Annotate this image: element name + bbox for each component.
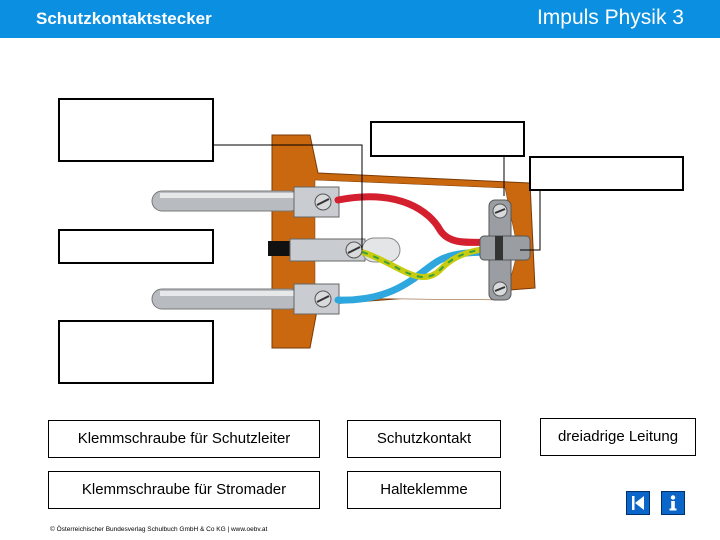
label-halteklemme[interactable]: Halteklemme bbox=[347, 471, 501, 509]
label-klemmschraube-stromader[interactable]: Klemmschraube für Stromader bbox=[48, 471, 320, 509]
cable-end bbox=[479, 235, 531, 261]
copyright-footer: © Österreichischer Bundesverlag Schulbuc… bbox=[50, 526, 268, 533]
back-arrow-icon bbox=[632, 496, 644, 510]
brand-title: Impuls Physik 3 bbox=[536, 6, 684, 29]
wire-red bbox=[334, 193, 509, 246]
screw-icon bbox=[314, 290, 332, 308]
screw-icon bbox=[345, 241, 363, 259]
info-button[interactable] bbox=[661, 491, 685, 515]
screw-icon bbox=[492, 203, 508, 219]
answer-box-4[interactable] bbox=[370, 121, 525, 157]
screw-icon bbox=[492, 281, 508, 297]
answer-box-2[interactable] bbox=[58, 229, 214, 264]
answer-box-5[interactable] bbox=[529, 156, 684, 191]
earth-strip bbox=[268, 241, 290, 256]
plug-diagram bbox=[151, 134, 541, 349]
label-dreiadrige-leitung[interactable]: dreiadrige Leitung bbox=[540, 418, 696, 456]
screw-icon bbox=[314, 193, 332, 211]
label-klemmschraube-schutzleiter[interactable]: Klemmschraube für Schutzleiter bbox=[48, 420, 320, 458]
page-title: Schutzkontaktstecker bbox=[36, 9, 212, 28]
header-bar: Schutzkontaktstecker Impuls Physik 3 bbox=[0, 0, 720, 38]
answer-box-1[interactable] bbox=[58, 98, 214, 162]
back-button[interactable] bbox=[626, 491, 650, 515]
answer-box-3[interactable] bbox=[58, 320, 214, 384]
leader-line bbox=[213, 144, 363, 250]
label-schutzkontakt[interactable]: Schutzkontakt bbox=[347, 420, 501, 458]
info-icon bbox=[669, 495, 677, 511]
leader-line bbox=[520, 190, 541, 251]
